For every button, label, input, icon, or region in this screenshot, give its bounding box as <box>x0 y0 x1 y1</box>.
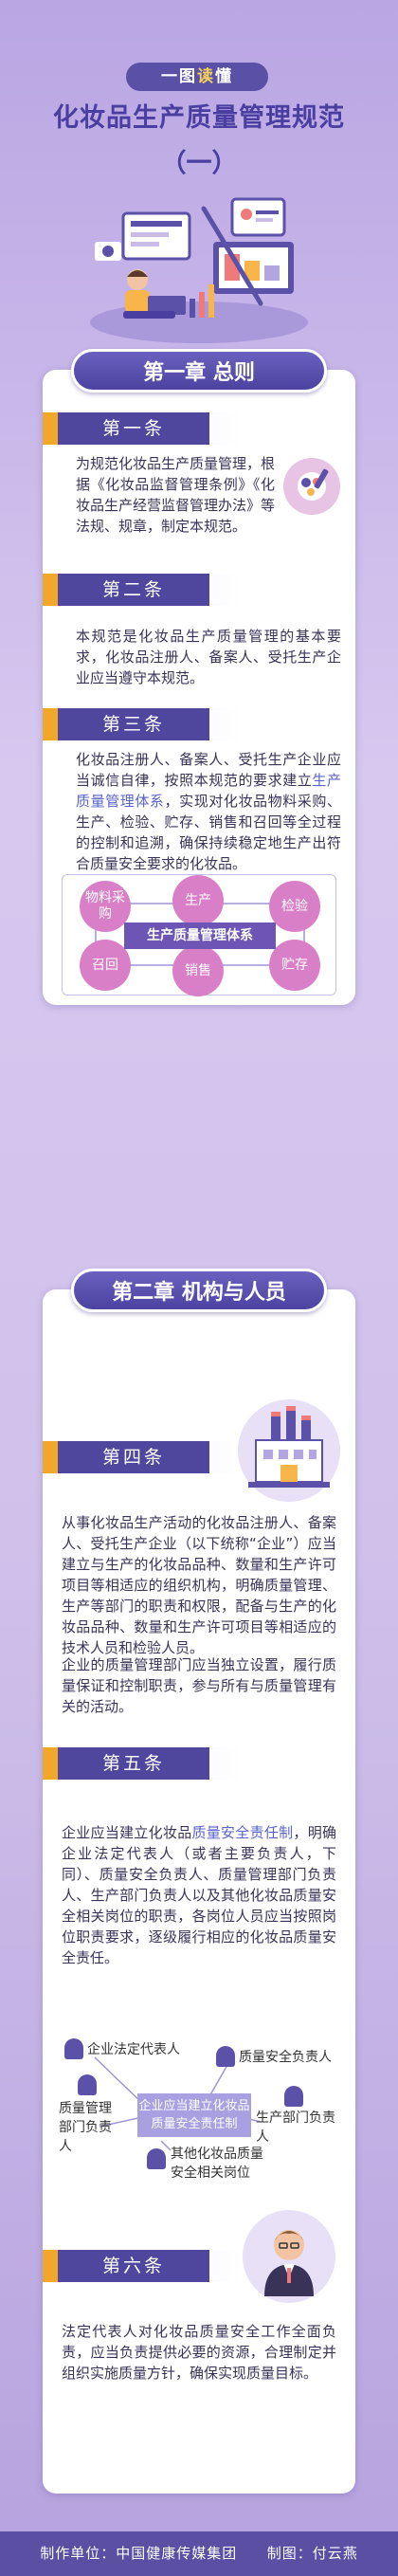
diagram-node: 贮存 <box>269 940 320 991</box>
role-legal: 企业法定代表人 <box>87 2042 180 2057</box>
person-icon <box>78 2074 97 2095</box>
responsibility-diagram: 企业法定代表人 质量安全负责人 质量管理部门负责人 企业应当建立化妆品质量安全责… <box>57 2037 346 2181</box>
role-prod-dept: 生产部门负责人 <box>256 2110 335 2145</box>
article-text: 本规范是化妆品生产质量管理的基本要求，化妆品注册人、备案人、受托生产企业应当遵守… <box>76 628 341 686</box>
diagram-node: 检验 <box>269 881 320 932</box>
role-center: 企业应当建立化妆品质量安全责任制 <box>137 2093 251 2137</box>
role-safety: 质量安全负责人 <box>239 2050 332 2065</box>
article-text: 企业应当建立化妆品质量安全责任制，明确企业法定代表人（或者主要负责人，下同）、质… <box>62 1824 336 1966</box>
person-icon <box>64 2038 83 2059</box>
office-illustration <box>90 197 308 343</box>
article-label: 第六条 <box>43 2250 242 2282</box>
article-text: 化妆品注册人、备案人、受托生产企业应当诚信自律，按照本规范的要求建立生产质量管理… <box>76 751 341 872</box>
article-label: 第一条 <box>43 412 242 445</box>
role-qm-dept: 质量管理部门负责人 <box>59 2101 112 2154</box>
person-icon <box>284 2086 303 2107</box>
chapter2-title: 第二章 机构与人员 <box>71 1269 327 1312</box>
footer-producer: 制作单位：中国健康传媒集团 <box>40 2545 238 2562</box>
page-subtitle: （一） <box>160 149 238 178</box>
role-other: 其他化妆品质量安全相关岗位 <box>171 2147 263 2181</box>
article-text: 为规范化妆品生产质量管理，根据《化妆品监督管理条例》《化妆品生产经营监督管理办法… <box>76 455 276 535</box>
diagram-node: 召回 <box>80 940 131 991</box>
article-text: 法定代表人对化妆品质量安全工作全面负责，应当负责提供必要的资源，合理制定并组织实… <box>62 2323 336 2382</box>
person-icon <box>147 2148 166 2169</box>
diagram-node: 物料采购 <box>80 881 131 932</box>
article-label: 第三条 <box>43 708 242 740</box>
cosmetics-icon <box>283 458 340 515</box>
footer: 制作单位：中国健康传媒集团 制图：付云燕 <box>0 2531 398 2576</box>
diagram-node: 销售 <box>172 945 224 996</box>
footer-designer: 制图：付云燕 <box>266 2545 358 2562</box>
article-text: 从事化妆品生产活动的化妆品注册人、备案人、受托生产企业（以下统称“企业”）应当建… <box>62 1514 336 1656</box>
page-title: 化妆品生产质量管理规范 <box>53 103 345 133</box>
article-text: 企业的质量管理部门应当独立设置，履行质量保证和控制职责，参与所有与质量管理有关的… <box>62 1656 336 1715</box>
businessman-icon <box>243 2210 335 2303</box>
article-label: 第五条 <box>43 1747 242 1780</box>
chapter1-title: 第一章 总则 <box>71 349 327 393</box>
header-tag: 一图读懂 <box>126 63 268 91</box>
factory-icon <box>238 1399 340 1502</box>
diagram-node: 生产 <box>172 875 224 926</box>
article-label: 第四条 <box>43 1441 242 1473</box>
diagram-center: 生产质量管理体系 <box>124 923 276 949</box>
quality-system-diagram: 物料采购 生产 检验 召回 销售 贮存 生产质量管理体系 <box>62 874 336 996</box>
article-label: 第二条 <box>43 574 242 606</box>
person-icon <box>216 2046 235 2067</box>
